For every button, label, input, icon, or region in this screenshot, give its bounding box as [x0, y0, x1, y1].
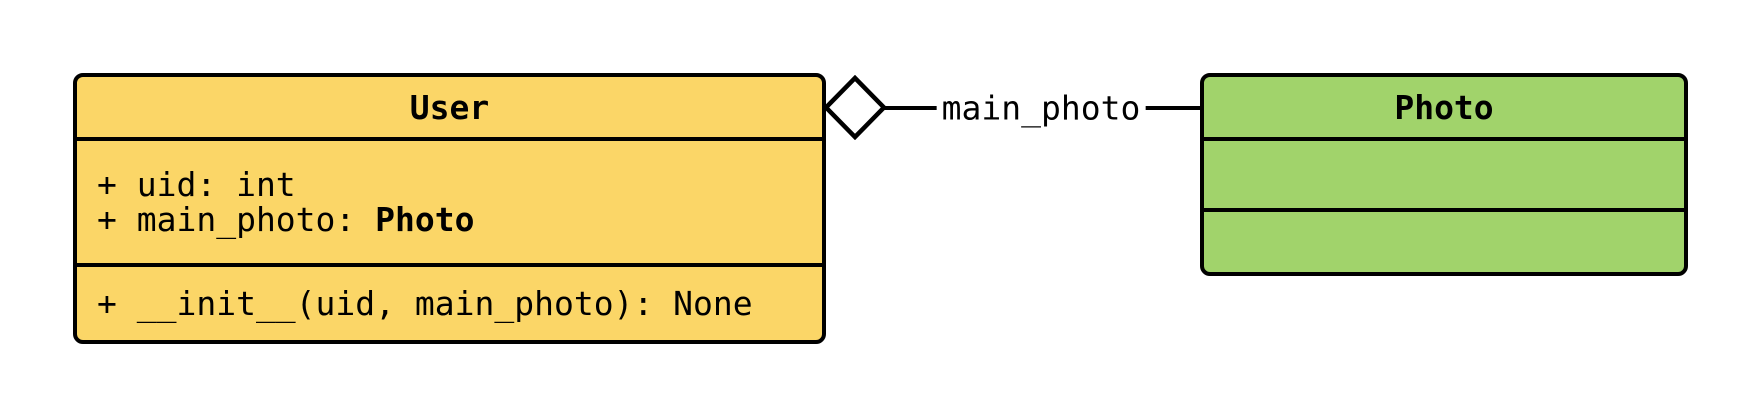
attribute-type-ref: Photo	[375, 200, 475, 239]
class-methods-photo	[1204, 208, 1684, 272]
class-methods-user: + __init__(uid, main_photo): None	[77, 263, 822, 340]
relationship-label: main_photo	[936, 88, 1146, 128]
class-title-photo: Photo	[1394, 87, 1494, 127]
method-line: + __init__(uid, main_photo): None	[97, 284, 753, 323]
attribute-text: + main_photo:	[97, 200, 376, 239]
class-box-user: User + uid: int + main_photo: Photo + __…	[73, 73, 826, 344]
attribute-line: + main_photo: Photo	[97, 202, 822, 237]
class-box-photo: Photo	[1200, 73, 1688, 276]
aggregation-diamond-icon	[823, 75, 887, 140]
class-attributes-user: + uid: int + main_photo: Photo	[77, 137, 822, 263]
attribute-line: + uid: int	[97, 167, 822, 202]
attribute-text: + uid: int	[97, 165, 296, 204]
class-attributes-photo	[1204, 137, 1684, 208]
class-title-user: User	[409, 87, 490, 127]
